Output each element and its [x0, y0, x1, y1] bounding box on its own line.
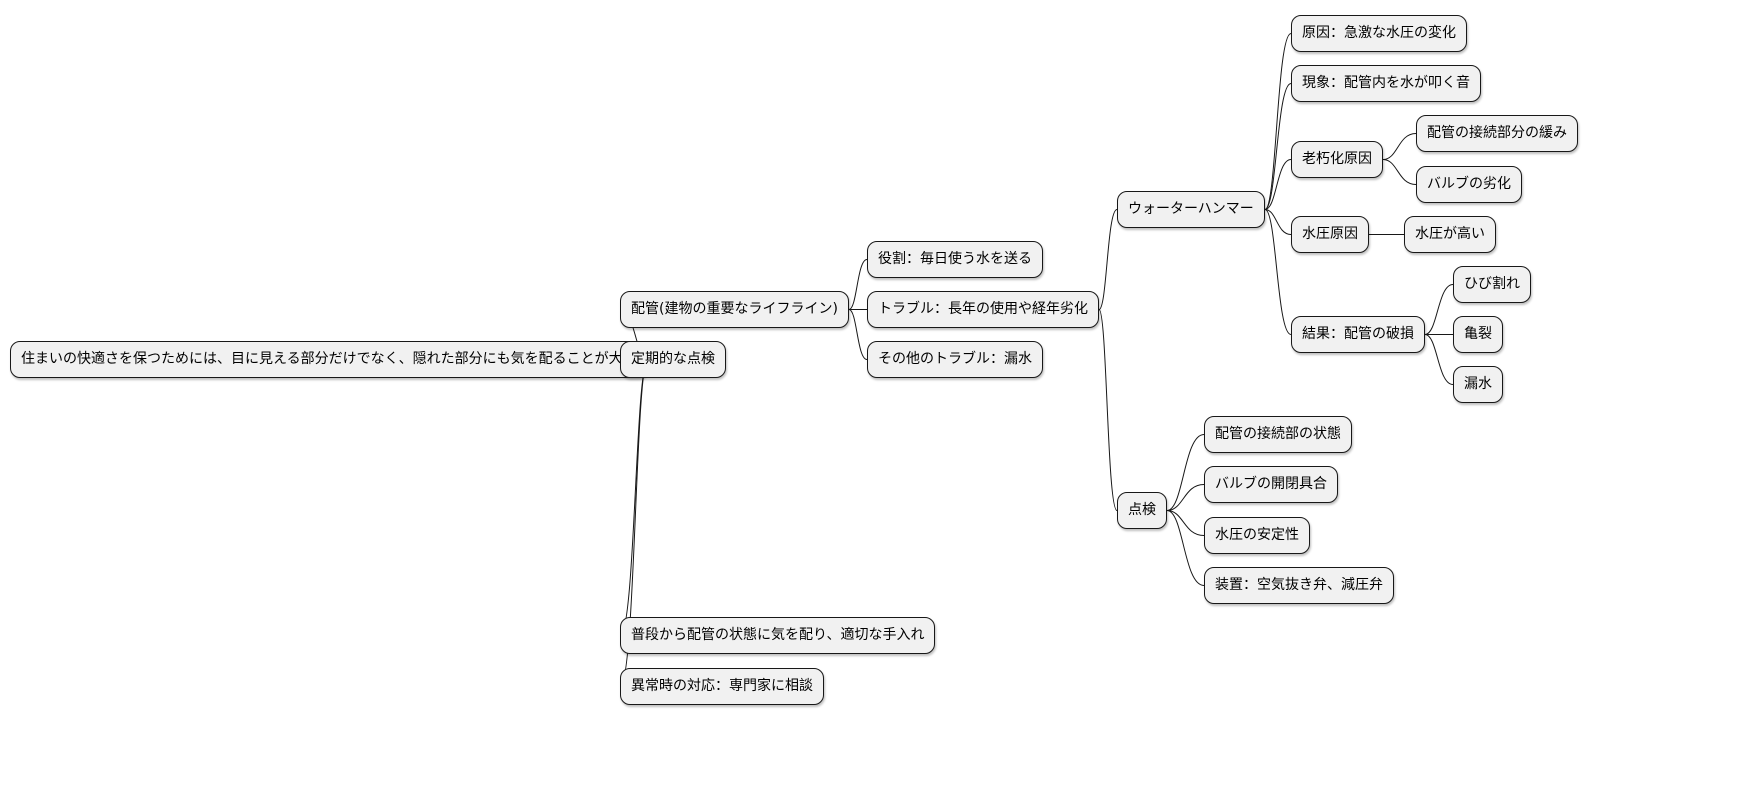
- edge-root-n_daily: [619, 359, 649, 636]
- node-high-pressure: 水圧が高い: [1404, 215, 1496, 253]
- edge-n_wh-n_aging: [1264, 159, 1292, 210]
- node-role: 役割：毎日使う水を送る: [867, 240, 1043, 278]
- node-inspection-devices: 装置：空気抜き弁、減圧弁: [1204, 566, 1394, 604]
- node-result-damage: 結果：配管の破損: [1291, 315, 1425, 353]
- edge-n_trouble-n_wh: [1098, 209, 1118, 310]
- node-result-crack-hibi: ひび割れ: [1453, 265, 1531, 303]
- edge-n_aging-n_aging2: [1382, 159, 1417, 185]
- node-other-trouble: その他のトラブル：漏水: [867, 340, 1043, 378]
- node-piping: 配管(建物の重要なライフライン): [620, 290, 849, 328]
- node-inspection-valves: バルブの開閉具合: [1204, 465, 1338, 503]
- edge-n_insp-n_insp4: [1166, 510, 1205, 586]
- edge-n_wh-n_phen: [1264, 83, 1292, 210]
- edge-n_result-n_res1: [1424, 284, 1454, 335]
- node-aging-cause: 老朽化原因: [1291, 140, 1383, 178]
- node-regular-inspection: 定期的な点検: [620, 340, 726, 378]
- edge-n_aging-n_aging1: [1382, 133, 1417, 160]
- node-result-fissure: 亀裂: [1453, 315, 1503, 353]
- edge-n_pipe-n_other: [848, 309, 868, 360]
- node-inspection: 点検: [1117, 491, 1167, 529]
- edge-n_pipe-n_role: [848, 259, 868, 310]
- node-aging-valve-deterioration: バルブの劣化: [1416, 165, 1522, 203]
- edge-n_result-n_res3: [1424, 334, 1454, 385]
- edge-n_insp-n_insp3: [1166, 510, 1205, 536]
- edge-n_insp-n_insp1: [1166, 434, 1205, 511]
- node-wh-phenomenon: 現象：配管内を水が叩く音: [1291, 64, 1481, 102]
- node-aging-joint-loosening: 配管の接続部分の緩み: [1416, 114, 1578, 152]
- node-water-hammer: ウォーターハンマー: [1117, 190, 1265, 228]
- root-node: 住まいの快適さを保つためには、目に見える部分だけでなく、隠れた部分にも気を配るこ…: [10, 340, 648, 378]
- node-emergency-response: 異常時の対応：専門家に相談: [620, 667, 824, 705]
- edge-n_insp-n_insp2: [1166, 484, 1205, 511]
- edge-n_wh-n_cause: [1264, 33, 1292, 210]
- node-daily-care: 普段から配管の状態に気を配り、適切な手入れ: [620, 616, 936, 654]
- edge-n_wh-n_press: [1264, 209, 1292, 235]
- node-result-leak: 漏水: [1453, 365, 1503, 403]
- node-pressure-cause: 水圧原因: [1291, 215, 1369, 253]
- edge-n_wh-n_result: [1264, 209, 1292, 335]
- node-inspection-pressure: 水圧の安定性: [1204, 516, 1310, 554]
- node-inspection-joints: 配管の接続部の状態: [1204, 415, 1352, 453]
- node-wh-cause: 原因：急激な水圧の変化: [1291, 14, 1467, 52]
- node-trouble: トラブル：長年の使用や経年劣化: [867, 290, 1099, 328]
- edge-n_trouble-n_insp: [1098, 309, 1118, 511]
